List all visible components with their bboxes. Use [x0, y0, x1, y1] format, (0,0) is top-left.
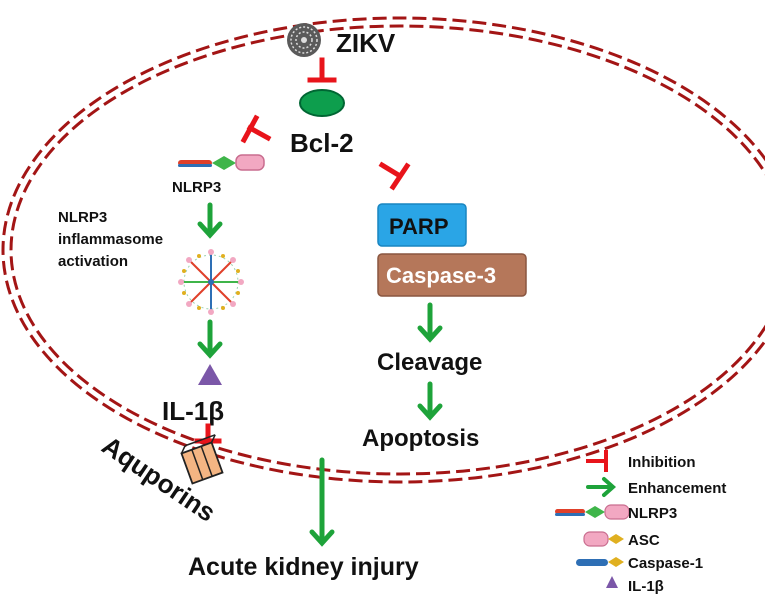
inhibition-arrow-zikv-bcl2 — [307, 57, 337, 83]
aquaporin-icon — [180, 434, 224, 485]
caspase3-box — [377, 253, 527, 297]
inhibition-arrow-bcl2-nlrp3 — [240, 114, 272, 144]
enhancement-arrow-inflammasome-il1b — [197, 319, 223, 359]
legend-asc-icon — [583, 531, 624, 547]
caspase3-label: Caspase-3 — [386, 263, 496, 288]
inflammasome-label-line2: inflammasome — [58, 231, 163, 248]
enhancement-arrow-to-kidney-injury — [309, 457, 335, 547]
il1b-label: IL-1β — [162, 396, 224, 426]
inflammasome-label-line3: activation — [58, 253, 128, 270]
inflammasome-icon — [178, 249, 244, 315]
legend-nlrp3-icon — [555, 504, 630, 520]
legend-enhancement-label: Enhancement — [628, 480, 726, 497]
legend-nlrp3-label: NLRP3 — [628, 505, 677, 522]
legend-il1b-label: IL-1β — [628, 578, 664, 595]
bcl2-icon — [299, 89, 345, 117]
cell-membrane — [1, 16, 765, 484]
inflammasome-label-line1: NLRP3 — [58, 209, 107, 226]
bcl2-label: Bcl-2 — [290, 128, 354, 158]
zikv-label: ZIKV — [336, 28, 396, 58]
parp-label: PARP — [389, 214, 449, 239]
il1b-icon — [198, 364, 222, 385]
enhancement-arrow-caspase3-cleavage — [417, 302, 443, 343]
parp-box — [377, 203, 467, 247]
legend-caspase1-label: Caspase-1 — [628, 555, 703, 572]
nlrp3-molecule-icon — [178, 154, 265, 171]
legend-enhancement-icon — [586, 477, 617, 497]
inhibition-arrow-bcl2-parp — [378, 161, 411, 191]
nlrp3-label: NLRP3 — [172, 179, 221, 196]
legend-il1b-icon — [606, 576, 618, 588]
legend-caspase1-icon — [576, 557, 624, 567]
zikv-virus-icon — [287, 23, 321, 57]
enhancement-arrow-nlrp3-inflammasome — [197, 202, 223, 239]
legend-inhibition-label: Inhibition — [628, 454, 695, 471]
kidney-injury-label: Acute kidney injury — [188, 553, 419, 581]
legend-inhibition-icon — [586, 450, 608, 472]
apoptosis-label: Apoptosis — [362, 425, 479, 452]
legend-asc-label: ASC — [628, 532, 660, 549]
cleavage-label: Cleavage — [377, 349, 482, 376]
inhibition-arrow-il1b-aquaporins — [194, 423, 222, 444]
enhancement-arrow-cleavage-apoptosis — [417, 381, 443, 421]
legend: Inhibition Enhancement NLRP3 ASC Caspase… — [555, 450, 726, 595]
